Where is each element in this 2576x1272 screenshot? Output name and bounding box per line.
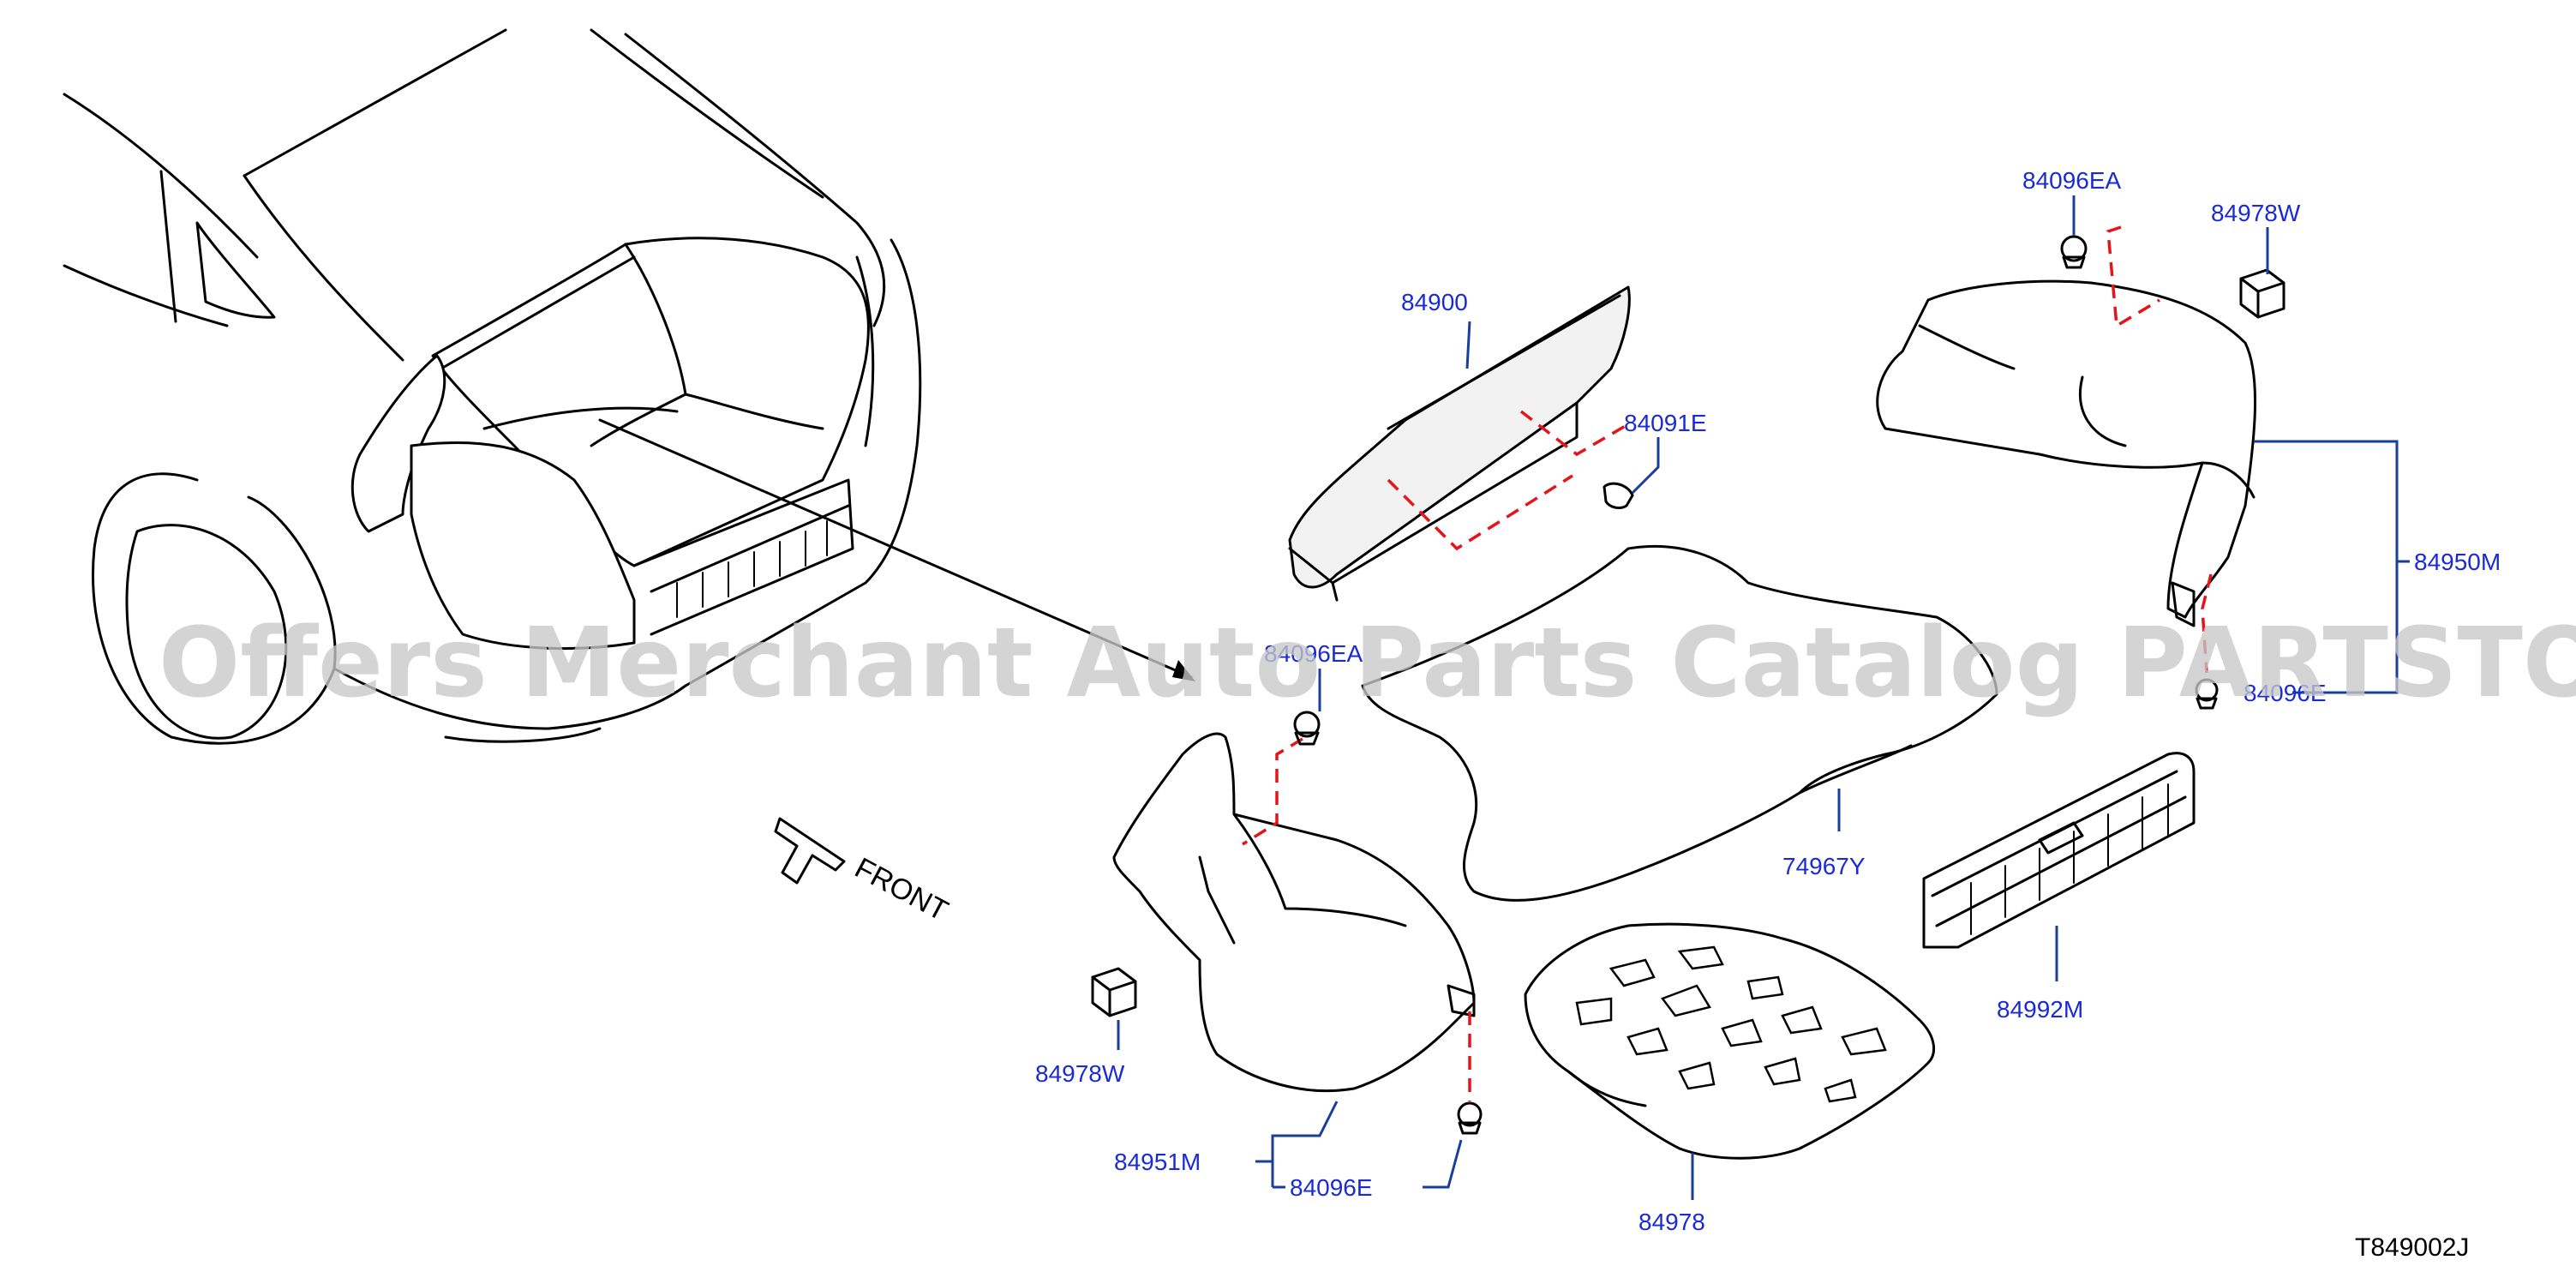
label-84900: 84900 [1401,289,1468,315]
label-84950M: 84950M [2414,549,2501,575]
label-84978W-right: 84978W [2211,200,2301,226]
part-84978-floor-board [1524,922,1936,1160]
front-direction-indicator: FRONT [774,817,953,928]
label-84091E: 84091E [1624,410,1707,436]
part-84978W-clip-right [2239,268,2285,319]
label-74967Y: 74967Y [1782,853,1866,879]
part-84950M-right-trim [1876,225,2257,710]
label-84096EA-left: 84096EA [1264,640,1363,667]
part-84992M-rear-finisher [1922,752,2196,949]
label-84978: 84978 [1638,1209,1705,1235]
front-arrow-icon [774,817,846,885]
label-84096E-right: 84096E [2244,680,2327,706]
label-84978W-left: 84978W [1035,1060,1125,1087]
part-74967Y-trunk-mat [1361,544,1998,902]
part-84951M-left-trim [1112,711,1483,1135]
label-84096E-left: 84096E [1290,1174,1373,1201]
label-84096EA-top: 84096EA [2022,167,2122,194]
front-label: FRONT [849,852,953,928]
label-84951M: 84951M [1114,1149,1201,1175]
part-84978W-clip-left [1091,967,1137,1017]
drawing-code: T849002J [2355,1233,2469,1262]
watermark: Offers Merchant Auto Parts Catalog PARTS… [159,608,2576,719]
label-84992M: 84992M [1997,996,2083,1023]
vehicle-rear-view [63,28,1195,745]
leader-lines [1117,195,2410,1200]
part-labels: 84900 84091E 84096EA 84978W 84950M 84096… [1035,167,2501,1262]
part-84900-parcel-shelf [1288,285,1634,602]
